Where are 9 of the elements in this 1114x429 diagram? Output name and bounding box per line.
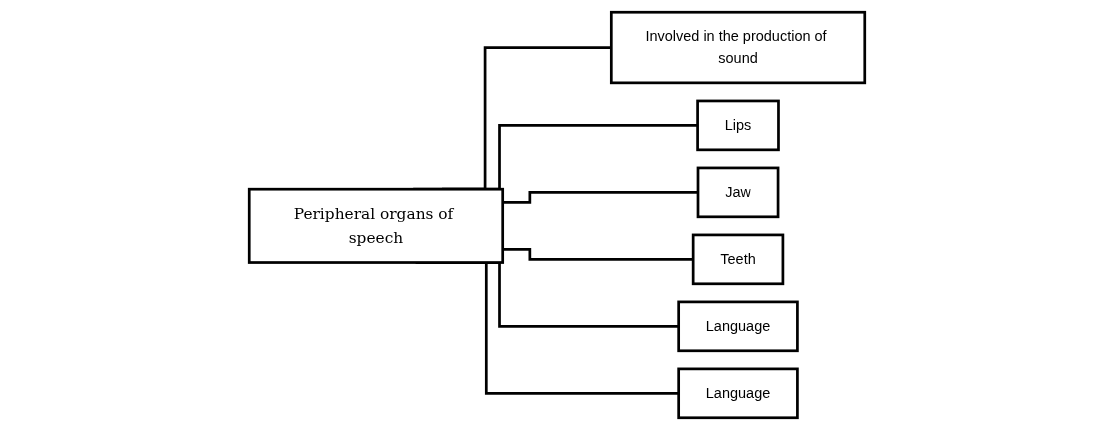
node-box: Jaw — [696, 166, 780, 218]
node-box: Lips — [696, 99, 780, 151]
node-box: Language — [677, 367, 799, 419]
connector — [502, 190, 698, 204]
node-box: Teeth — [691, 233, 785, 285]
connector — [502, 247, 694, 261]
node-box: Peripheral organs of speech — [247, 187, 505, 264]
node-box: Language — [677, 300, 799, 352]
node-box: Involved in the production of sound — [609, 10, 867, 84]
